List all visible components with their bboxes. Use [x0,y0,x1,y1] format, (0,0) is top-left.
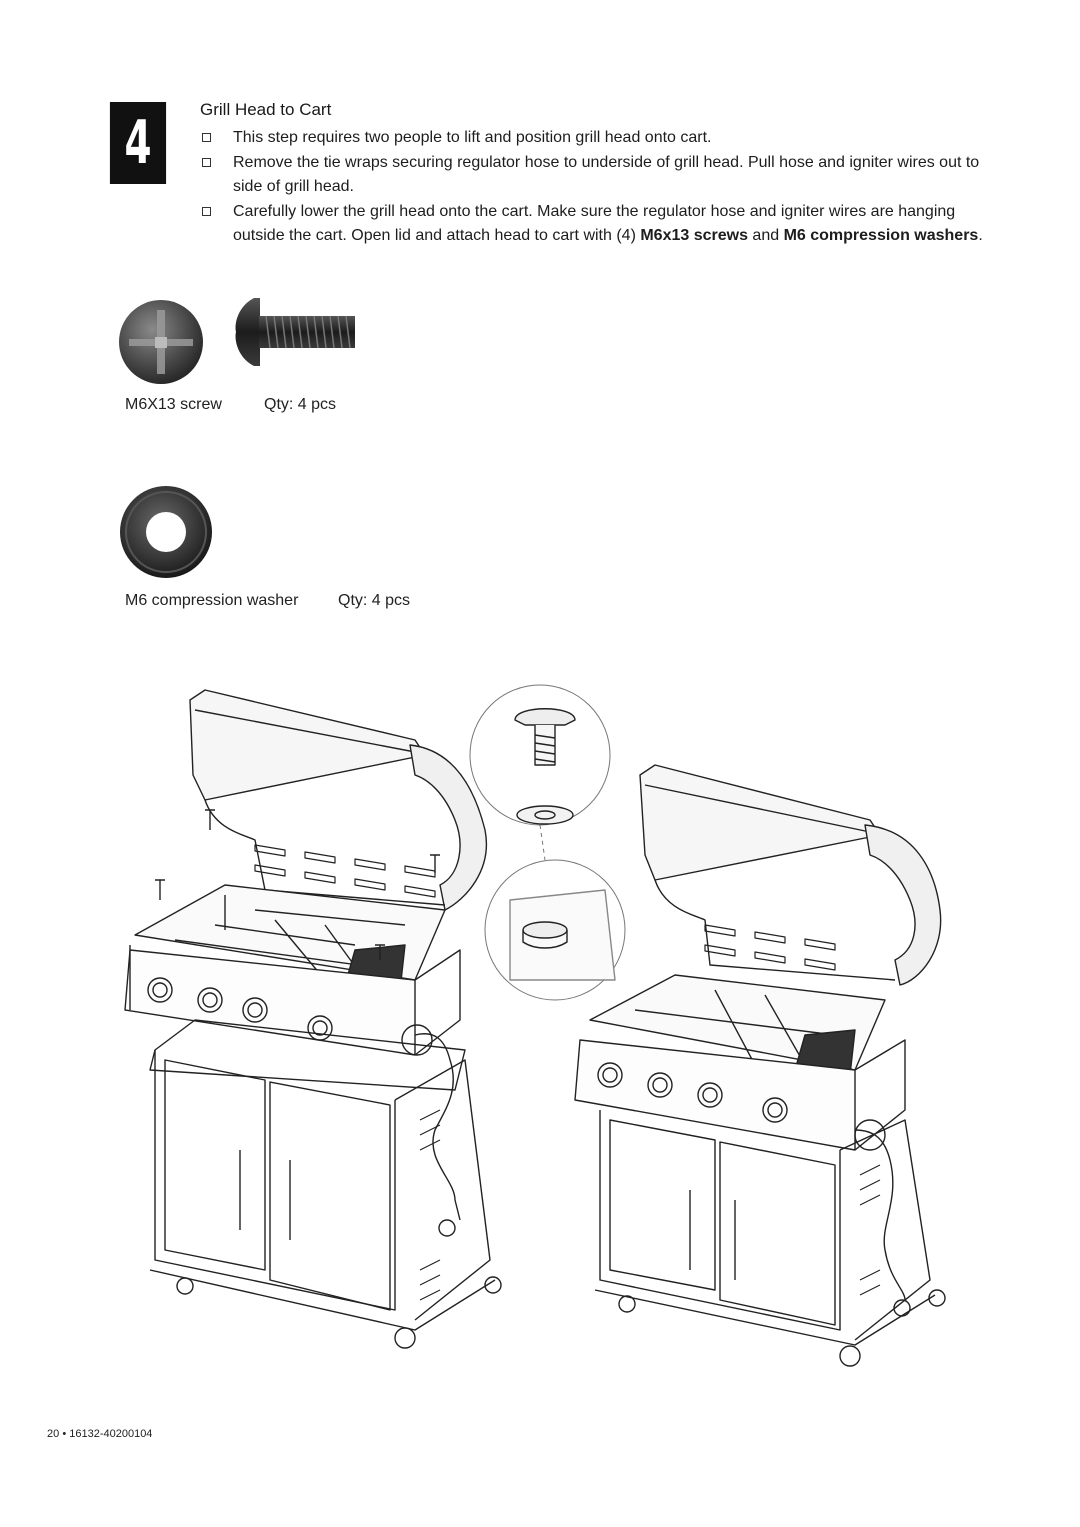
instruction-item: Carefully lower the grill head onto the … [200,200,990,248]
checkbox-icon [202,158,211,167]
step-title: Grill Head to Cart [200,100,332,119]
left-grill-icon [124,689,502,1349]
right-grill-icon [574,764,946,1367]
step-number: 4 [124,108,152,178]
callout-installed-screw-icon [509,889,616,981]
instruction-text: . [978,227,983,244]
washer-part-name: M6 compression washer [125,592,299,609]
screw-side-icon [235,298,355,366]
instruction-text: and [747,227,784,244]
instruction-text: Remove the tie wraps securing regulator … [233,154,980,195]
washer-icon [120,486,212,578]
instruction-item: Remove the tie wraps securing regulator … [200,151,990,199]
callout-screw-icon [514,708,576,825]
screw-part-name: M6X13 screw [125,396,222,413]
checkbox-icon [202,133,211,142]
screw-part-qty: Qty: 4 pcs [264,396,337,413]
instruction-text: Carefully lower the grill head onto the … [233,203,956,244]
screw-head-icon [119,300,203,384]
footer-separator: • [62,1428,67,1440]
grill-assembly-illustration [124,684,946,1367]
instruction-list: This step requires two people to lift an… [200,126,990,249]
page-footer: 20 • 16132-40200104 [47,1428,152,1440]
instruction-text: This step requires two people to lift an… [233,129,712,146]
screw-part-ref: M6x13 screws [640,227,748,244]
page-number: 20 [47,1428,60,1440]
instruction-item: This step requires two people to lift an… [200,126,990,150]
document-number: 16132-40200104 [69,1428,153,1440]
washer-part-qty: Qty: 4 pcs [338,592,411,609]
checkbox-icon [202,207,211,216]
step-number-badge: 4 [109,102,167,184]
washer-part-ref: M6 compression washers [783,227,979,244]
